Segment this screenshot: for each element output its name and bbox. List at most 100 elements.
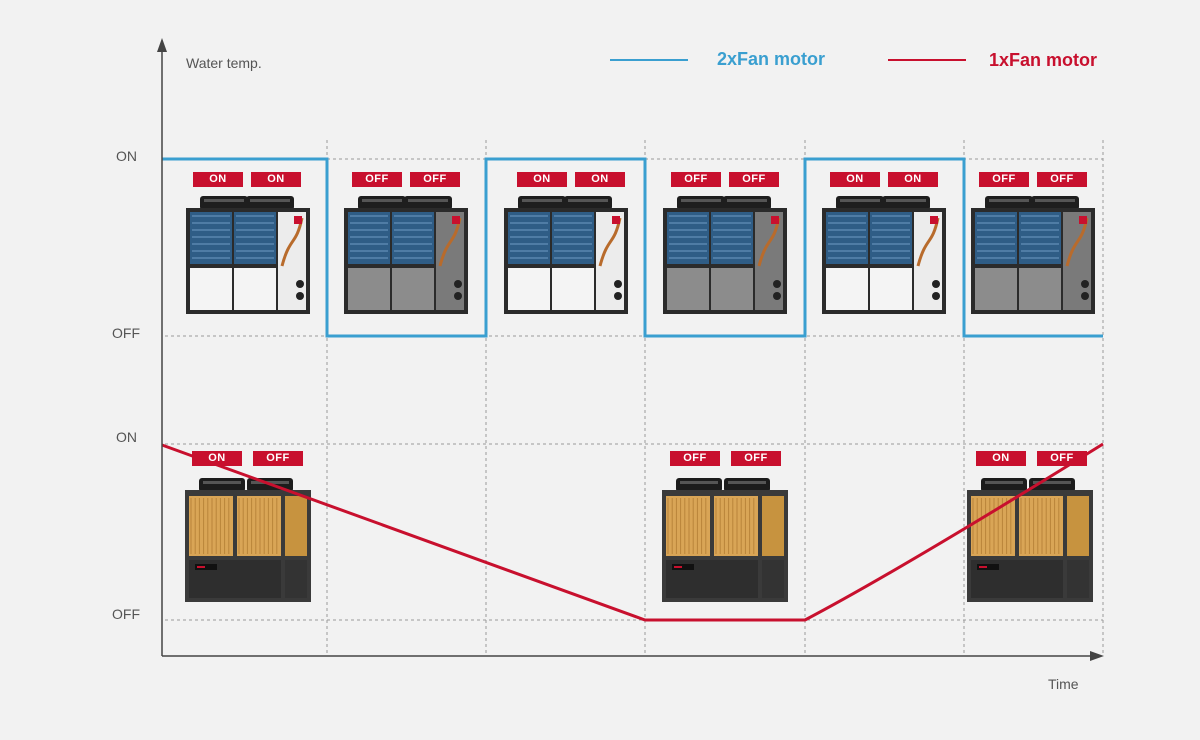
upper-off-label: OFF: [112, 325, 140, 341]
side-lower-panel: [285, 560, 307, 598]
dual-fan-heat-pump-gray-icon: [663, 196, 787, 314]
side-lower-panel: [762, 560, 784, 598]
lower-panel: [234, 268, 276, 310]
display-panel: [977, 564, 999, 570]
dual-fan-heat-pump-gray-icon: [344, 196, 468, 314]
y-axis-label: Water temp.: [186, 55, 262, 71]
coil-panel: [714, 496, 758, 556]
fan-housing: [981, 478, 1027, 492]
coil-panel: [975, 212, 1017, 264]
display-led: [674, 566, 682, 568]
fan-grille: [1035, 199, 1075, 202]
display-led: [979, 566, 987, 568]
dual-fan-heat-pump-white-icon: [822, 196, 946, 314]
fan-housing: [404, 196, 452, 210]
lower-panel: [975, 268, 1017, 310]
coil-panel: [237, 496, 281, 556]
coil-panel: [392, 212, 434, 264]
copper-pipe: [757, 217, 781, 267]
side-lower-panel: [1067, 560, 1089, 598]
copper-pipe: [280, 217, 304, 267]
pipe-connector: [773, 292, 781, 300]
fan-housing: [676, 478, 722, 492]
fan-housing: [1031, 196, 1079, 210]
lower-panel: [1019, 268, 1061, 310]
pipe-connector: [773, 280, 781, 288]
fan-status-badge: OFF: [670, 451, 720, 466]
coil-panel: [971, 496, 1015, 556]
coil-panel: [508, 212, 550, 264]
fan-housing: [836, 196, 884, 210]
coil-panel: [234, 212, 276, 264]
fan-housing: [882, 196, 930, 210]
fan-housing: [200, 196, 248, 210]
fan-status-badge: ON: [192, 451, 242, 466]
fan-grille: [204, 199, 244, 202]
fan-grille: [886, 199, 926, 202]
brand-logo-mark: [294, 216, 302, 224]
pipe-connector: [614, 280, 622, 288]
pipe-connector: [932, 280, 940, 288]
lower-panel: [392, 268, 434, 310]
fan-status-badge: OFF: [671, 172, 721, 187]
fan-status-badge: ON: [976, 451, 1026, 466]
lower-panel: [826, 268, 868, 310]
brand-logo-mark: [1079, 216, 1087, 224]
fan-grille: [728, 481, 766, 484]
fan-status-badge: OFF: [410, 172, 460, 187]
fan-grille: [251, 481, 289, 484]
fan-grille: [250, 199, 290, 202]
fan-status-badge: ON: [251, 172, 301, 187]
fan-grille: [727, 199, 767, 202]
fan-status-badge: OFF: [352, 172, 402, 187]
brand-logo-mark: [612, 216, 620, 224]
fan-grille: [522, 199, 562, 202]
fan-grille: [568, 199, 608, 202]
coil-panel: [348, 212, 390, 264]
lower-panel: [508, 268, 550, 310]
legend-1xfan-label: 1xFan motor: [989, 50, 1098, 70]
fan-grille: [989, 199, 1029, 202]
fan-grille: [1033, 481, 1071, 484]
brand-logo-mark: [452, 216, 460, 224]
side-coil: [762, 496, 784, 556]
pipe-connector: [296, 292, 304, 300]
single-fan-heat-pump-orange-icon: [967, 478, 1093, 602]
fan-grille: [985, 481, 1023, 484]
display-panel: [195, 564, 217, 570]
fan-housing: [199, 478, 245, 492]
fan-housing: [518, 196, 566, 210]
lower-panel: [667, 268, 709, 310]
fan-status-badge: OFF: [731, 451, 781, 466]
side-coil: [285, 496, 307, 556]
fan-housing: [246, 196, 294, 210]
dual-fan-heat-pump-white-icon: [504, 196, 628, 314]
coil-panel: [826, 212, 868, 264]
coil-panel: [190, 212, 232, 264]
pipe-connector: [454, 292, 462, 300]
fan-housing: [985, 196, 1033, 210]
fan-grille: [203, 481, 241, 484]
lower-panel: [190, 268, 232, 310]
units-layer: [185, 196, 1095, 602]
display-led: [197, 566, 205, 568]
coil-panel: [870, 212, 912, 264]
dual-fan-heat-pump-gray-icon: [971, 196, 1095, 314]
pipe-connector: [1081, 280, 1089, 288]
pipe-connector: [454, 280, 462, 288]
series-line-1xfan: [161, 442, 1104, 622]
fan-housing: [677, 196, 725, 210]
brand-logo-mark: [771, 216, 779, 224]
lower-on-label: ON: [116, 429, 137, 445]
fan-grille: [408, 199, 448, 202]
fan-status-badge: ON: [888, 172, 938, 187]
brand-logo-mark: [930, 216, 938, 224]
lower-panel: [552, 268, 594, 310]
fan-grille: [840, 199, 880, 202]
fan-housing: [358, 196, 406, 210]
coil-panel: [667, 212, 709, 264]
fan-status-badge: ON: [830, 172, 880, 187]
fan-grille: [362, 199, 402, 202]
x-axis-arrow-icon: [1090, 651, 1104, 661]
